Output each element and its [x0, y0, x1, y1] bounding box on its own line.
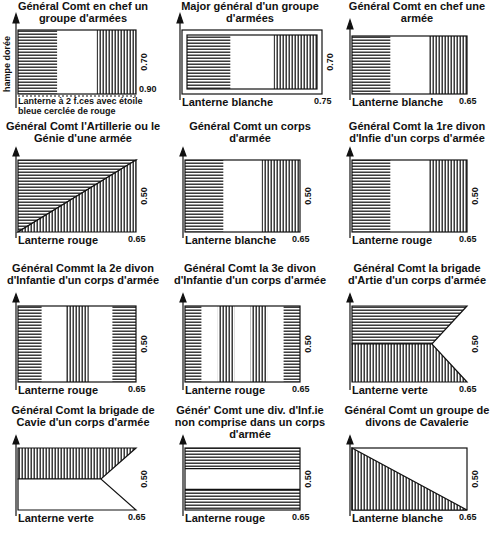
flag-title: Général Comt un groupe de divons de Cava… — [334, 404, 500, 428]
dimension-label: 0.65 — [459, 384, 477, 394]
lantern-note: Lanterne verte — [18, 512, 124, 524]
flag-title: Général Comt l'Artillerie ou le Génie d'… — [0, 120, 166, 144]
dimension-label: 0.50 — [303, 470, 313, 488]
flag-tricolour — [352, 36, 467, 94]
flag-diagonal — [352, 448, 467, 510]
flag-title: Général Comt un corps d'armée — [167, 120, 333, 144]
flag-title: Général Comt la 3e divon d'Infantie d'un… — [167, 262, 333, 286]
flag-tricolour — [185, 160, 300, 232]
dimension-label: 0.65 — [292, 234, 310, 244]
dimension-label: 0.50 — [139, 187, 149, 205]
flag-swallowtail — [18, 448, 136, 510]
flag-title: Général Comt la 1re divon d'Infie d'un c… — [334, 120, 500, 144]
dimension-label: 0.50 — [303, 335, 313, 353]
flag-tricolour — [352, 160, 467, 232]
dimension-label: 0.65 — [459, 96, 477, 106]
lantern-note: Lanterne rouge — [185, 384, 288, 396]
dimension-label: 0.50 — [139, 470, 149, 488]
flag-title: Général Commt la 2e divon d'Infantie d'u… — [0, 262, 166, 286]
pole-note: hampe dorée — [2, 36, 12, 92]
lantern-note: Lanterne à 2 f.ces avec étoile bleue cer… — [18, 96, 160, 116]
lantern-note: Lanterne rouge — [352, 234, 455, 246]
flag-title: Général Comt en chef une armée — [334, 0, 500, 24]
flag-bordered-tricolour — [182, 30, 322, 94]
dimension-label: 0.65 — [128, 512, 146, 522]
dimension-label: 0.65 — [128, 384, 146, 394]
lantern-note: Lanterne blanche — [352, 96, 455, 108]
flag-panel: Major général d'un groupe d'arméesLanter… — [167, 0, 333, 124]
dimension-label: 0.75 — [314, 96, 332, 106]
dimension-label: 0.65 — [459, 512, 477, 522]
lantern-note: Lanterne verte — [352, 384, 455, 396]
dimension-label: 0.50 — [139, 335, 149, 353]
dimension-label: 0.70 — [139, 53, 149, 71]
lantern-note: Lanterne blanche — [185, 234, 288, 246]
flag-five-stripes — [18, 306, 136, 382]
lantern-note: Lanterne rouge — [18, 384, 124, 396]
flag-title: Major général d'un groupe d'armées — [167, 0, 333, 24]
flag-swallowtail — [352, 306, 467, 382]
lantern-note: Lanterne rouge — [185, 512, 288, 524]
dimension-label: 0.50 — [470, 187, 480, 205]
dimension-label: 0.50 — [470, 470, 480, 488]
dimension-label: 0.65 — [292, 512, 310, 522]
lantern-note: Lanterne rouge — [18, 234, 124, 246]
flag-seven-stripes — [185, 306, 300, 382]
flag-diagonal — [18, 160, 136, 232]
lantern-note: Lanterne blanche — [352, 512, 455, 524]
flag-title: Génér' Comt une div. d'Inf.ie non compri… — [167, 404, 333, 440]
dimension-label: 0.70 — [325, 53, 335, 71]
lantern-note: Lanterne blanche — [182, 96, 310, 108]
dimension-label: 0.50 — [470, 335, 480, 353]
flag-tricolour — [18, 30, 136, 96]
flag-three-bands — [185, 448, 300, 510]
dimension-label: 0.90 — [139, 84, 157, 94]
dimension-label: 0.65 — [128, 234, 146, 244]
flag-title: Général Comt en chef un groupe d'armées — [0, 0, 166, 24]
flag-title: Général Comt la brigade de Cavie d'un co… — [0, 404, 166, 428]
dimension-label: 0.50 — [303, 187, 313, 205]
flag-title: Général Comt la brigade d'Artie d'un cor… — [334, 262, 500, 286]
dimension-label: 0.65 — [459, 234, 477, 244]
dimension-label: 0.65 — [292, 384, 310, 394]
